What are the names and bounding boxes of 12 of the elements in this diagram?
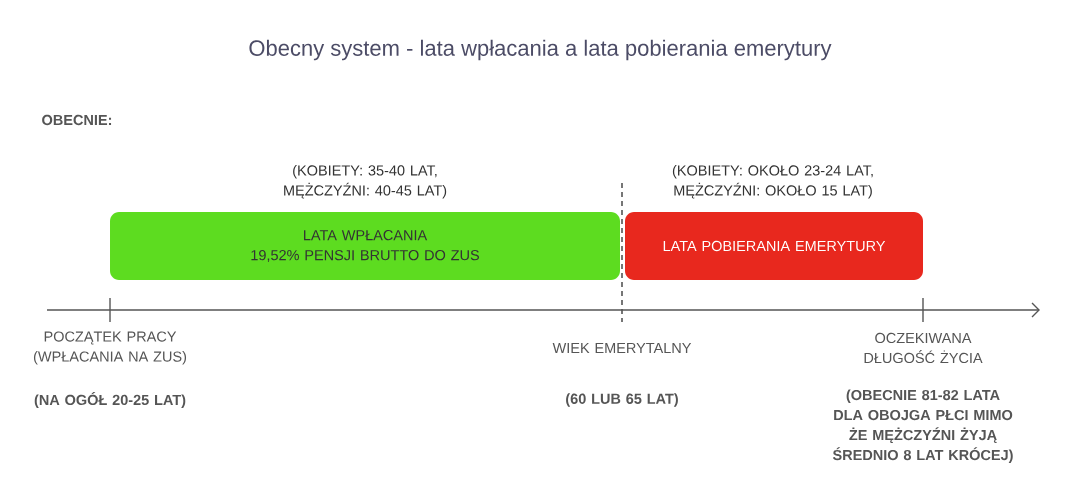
bar-caption: (KOBIETY: OKOŁO 23-24 LAT, MĘŻCZYŹNI: OKOŁO 15 LAT) (672, 164, 873, 199)
title: Obecny system - lata wpłacania a lata pobierania emerytury (249, 39, 832, 61)
timeline-bar: LATA POBIERANIA EMERYTURY (625, 212, 923, 280)
timeline-note: (NA OGÓŁ 20-25 LAT) (34, 392, 186, 408)
bar-caption: (KOBIETY: 35-40 LAT, MĘŻCZYŹNI: 40-45 LAT) (284, 164, 447, 199)
timeline-label: WIEK EMERYTALNY (552, 343, 692, 353)
section-label: OBECNIE: (42, 114, 112, 126)
timeline-bar: LATA WPŁACANIA 19,52% PENSJI BRUTTO DO ZUS (110, 212, 620, 280)
timeline-note: (60 LUB 65 LAT) (566, 393, 678, 407)
timeline-label: POCZĄTEK PRACY (WPŁACANIA NA ZUS) (33, 331, 187, 365)
timeline-note: (OBECNIE 81-82 LATA DLA OBOJGA PŁCI MIMO ŻE MĘŻCZYŹNI ŻYJĄ ŚREDNIO 8 LAT KRÓCEJ) (832, 389, 1013, 464)
timeline-label: OCZEKIWANA DŁUGOŚĆ ŻYCIA (864, 332, 983, 364)
